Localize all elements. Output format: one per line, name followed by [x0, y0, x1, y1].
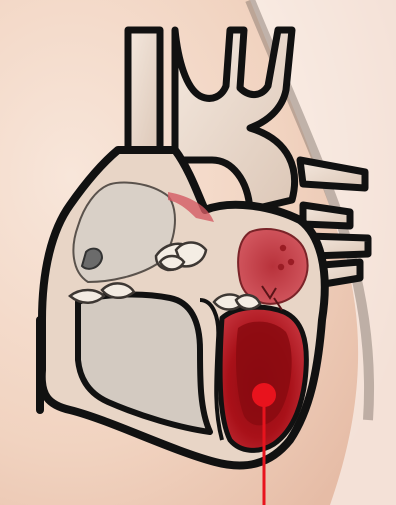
- pulmonary-vein-opening-2: [278, 264, 284, 270]
- aortic-valve: [214, 295, 260, 310]
- pulmonary-veins-middle: [303, 205, 350, 226]
- superior-vena-cava: [128, 30, 160, 150]
- pulmonary-vein-opening-1: [280, 245, 286, 251]
- pulmonary-vein-opening-3: [288, 259, 294, 265]
- pointer-dot: [252, 383, 276, 407]
